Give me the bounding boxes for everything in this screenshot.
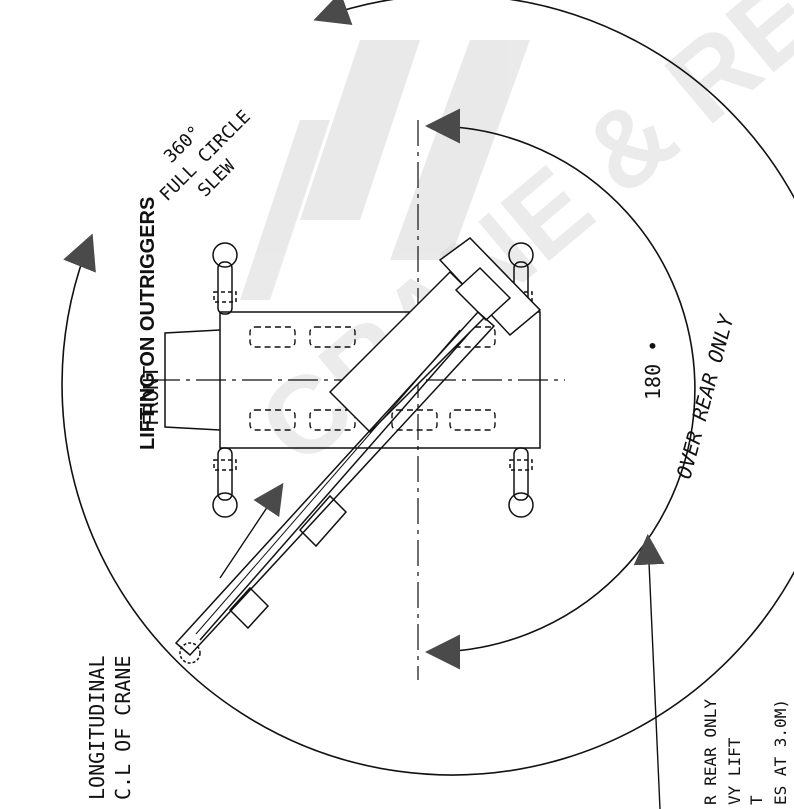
superstructure	[328, 237, 542, 434]
outer-arc	[61, 0, 794, 776]
slew-circle	[61, 0, 794, 776]
cab-upper	[454, 266, 512, 322]
boom-hook	[179, 642, 201, 664]
front-label: FRONT	[139, 366, 163, 426]
carrier-chassis	[219, 311, 541, 449]
longitudinal-line2: C.L OF CRANE	[111, 656, 135, 801]
rear-arc	[424, 108, 696, 670]
angle-label: 180 •	[641, 340, 665, 400]
longitudinal-pointer	[219, 482, 284, 579]
title: LIFTING ON OUTRIGGERS	[137, 197, 159, 450]
note-line2: VY LIFT	[725, 737, 744, 805]
note-line3: T	[747, 795, 766, 805]
longitudinal-line1: LONGITUDINAL	[85, 656, 109, 801]
note-line4: ES AT 3.0M)	[771, 699, 790, 805]
cab-front	[164, 329, 221, 431]
note-line1: R REAR ONLY	[701, 699, 720, 805]
crane-carrier	[164, 311, 541, 449]
over-rear-label: OVER REAR ONLY	[672, 310, 739, 481]
boom	[174, 310, 496, 664]
note-pointer	[633, 533, 665, 809]
